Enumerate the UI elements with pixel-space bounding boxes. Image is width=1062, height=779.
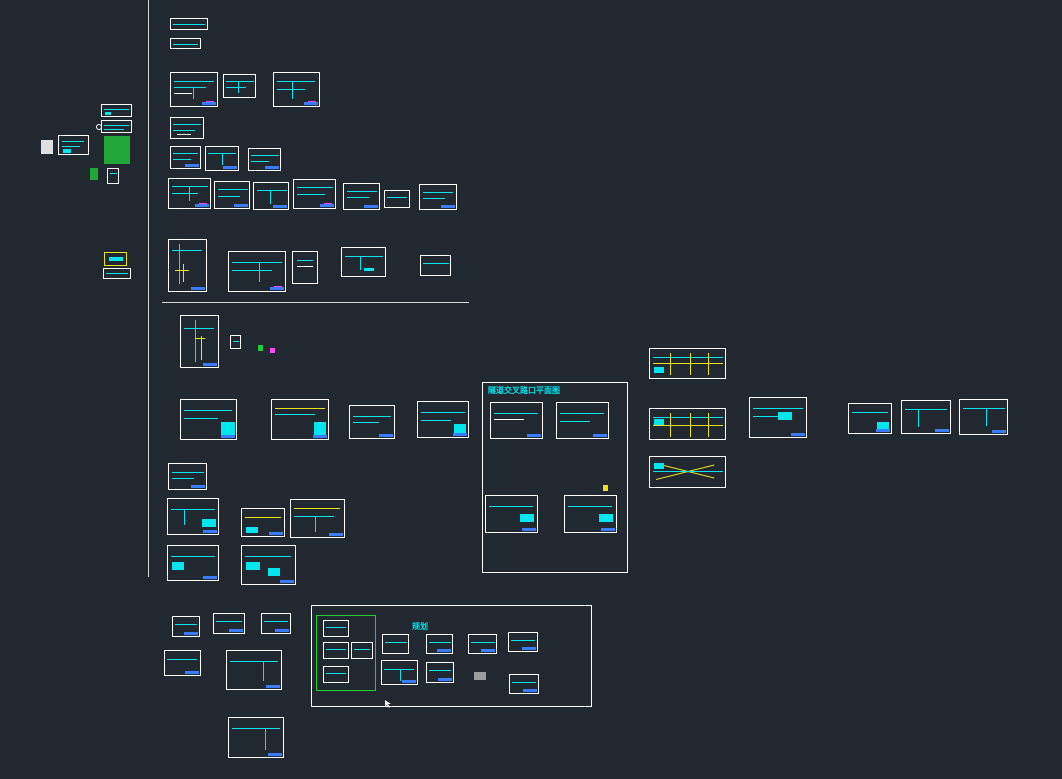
drawing-sheet[interactable]: [323, 666, 349, 683]
drawing-sheet[interactable]: [420, 255, 451, 276]
drawing-sheet[interactable]: [417, 401, 469, 438]
drawing-sheet[interactable]: [213, 613, 245, 634]
drawing-group-frame[interactable]: 规划: [311, 605, 592, 707]
drawing-sheet[interactable]: [508, 632, 538, 652]
drawing-sheet[interactable]: [290, 499, 345, 538]
drawing-fragment[interactable]: [96, 124, 102, 130]
drawing-sheet[interactable]: [959, 399, 1008, 435]
drawing-fragment[interactable]: [90, 168, 98, 180]
drawing-sheet[interactable]: [649, 408, 726, 440]
drawing-sheet[interactable]: [101, 104, 132, 117]
drawing-sheet[interactable]: [170, 117, 204, 139]
layout-divider-horizontal: [162, 302, 469, 303]
drawing-sheet[interactable]: [223, 74, 256, 98]
drawing-fragment[interactable]: [104, 136, 130, 164]
drawing-sheet[interactable]: [341, 247, 386, 277]
drawing-sheet[interactable]: [649, 456, 726, 488]
drawing-sheet[interactable]: [426, 634, 453, 654]
drawing-sheet[interactable]: [164, 650, 201, 676]
drawing-sheet[interactable]: [848, 403, 892, 434]
drawing-sheet[interactable]: [323, 620, 349, 637]
drawing-sheet[interactable]: [509, 674, 539, 694]
drawing-fragment[interactable]: [41, 140, 53, 154]
drawing-sheet[interactable]: [292, 251, 318, 284]
group-title: 隧道交叉路口平面图: [488, 386, 560, 395]
drawing-fragment[interactable]: [270, 348, 275, 353]
drawing-fragment[interactable]: [603, 485, 608, 491]
drawing-sheet[interactable]: [351, 642, 373, 659]
drawing-sheet[interactable]: [293, 179, 336, 209]
drawing-sheet[interactable]: [649, 348, 726, 379]
drawing-sheet[interactable]: [168, 178, 211, 209]
drawing-sheet[interactable]: [556, 402, 609, 439]
drawing-sheet[interactable]: [58, 135, 89, 155]
drawing-sheet-highlighted[interactable]: [104, 252, 127, 266]
drawing-sheet[interactable]: [107, 168, 119, 184]
drawing-sheet[interactable]: [349, 405, 395, 439]
drawing-group-frame-inner[interactable]: [316, 615, 376, 691]
drawing-sheet[interactable]: [205, 146, 239, 171]
drawing-sheet[interactable]: [382, 634, 409, 654]
drawing-sheet[interactable]: [426, 662, 454, 683]
drawing-sheet[interactable]: [167, 545, 219, 581]
drawing-sheet[interactable]: [253, 182, 289, 210]
drawing-sheet[interactable]: [901, 400, 951, 434]
layout-divider-vertical: [148, 0, 149, 577]
drawing-sheet[interactable]: [101, 120, 132, 133]
drawing-sheet[interactable]: [419, 184, 457, 210]
drawing-sheet[interactable]: [273, 72, 320, 107]
drawing-sheet[interactable]: [167, 498, 219, 535]
drawing-sheet[interactable]: [168, 463, 207, 490]
drawing-sheet[interactable]: [490, 402, 543, 439]
drawing-sheet[interactable]: [241, 545, 296, 585]
drawing-group-frame[interactable]: 隧道交叉路口平面图: [482, 382, 628, 573]
drawing-fragment[interactable]: [474, 672, 486, 680]
drawing-sheet[interactable]: [271, 399, 329, 440]
drawing-sheet[interactable]: [170, 18, 208, 30]
drawing-sheet[interactable]: [180, 315, 219, 368]
drawing-sheet[interactable]: [261, 613, 291, 634]
drawing-sheet[interactable]: [168, 239, 207, 292]
drawing-sheet[interactable]: [103, 268, 131, 279]
drawing-fragment[interactable]: [258, 345, 263, 351]
drawing-sheet[interactable]: [226, 650, 282, 690]
drawing-sheet[interactable]: [241, 508, 285, 537]
cursor-icon: [385, 700, 391, 708]
drawing-sheet[interactable]: [564, 495, 617, 533]
drawing-sheet[interactable]: [384, 190, 410, 208]
drawing-sheet[interactable]: [228, 251, 286, 292]
drawing-sheet[interactable]: [749, 397, 807, 438]
drawing-sheet[interactable]: [214, 181, 250, 209]
drawing-sheet[interactable]: [228, 717, 284, 758]
drawing-sheet[interactable]: [180, 399, 237, 440]
group-title: 规划: [412, 622, 428, 631]
drawing-sheet[interactable]: [323, 642, 349, 659]
drawing-sheet[interactable]: [381, 660, 418, 685]
drawing-sheet[interactable]: [468, 634, 497, 654]
drawing-sheet[interactable]: [172, 616, 200, 637]
drawing-sheet[interactable]: [343, 183, 380, 210]
drawing-sheet[interactable]: [485, 495, 538, 533]
drawing-sheet[interactable]: [248, 148, 281, 171]
drawing-sheet[interactable]: [170, 146, 201, 169]
drawing-sheet[interactable]: [170, 38, 201, 49]
drawing-sheet[interactable]: [230, 335, 241, 349]
drawing-sheet[interactable]: [170, 72, 218, 107]
